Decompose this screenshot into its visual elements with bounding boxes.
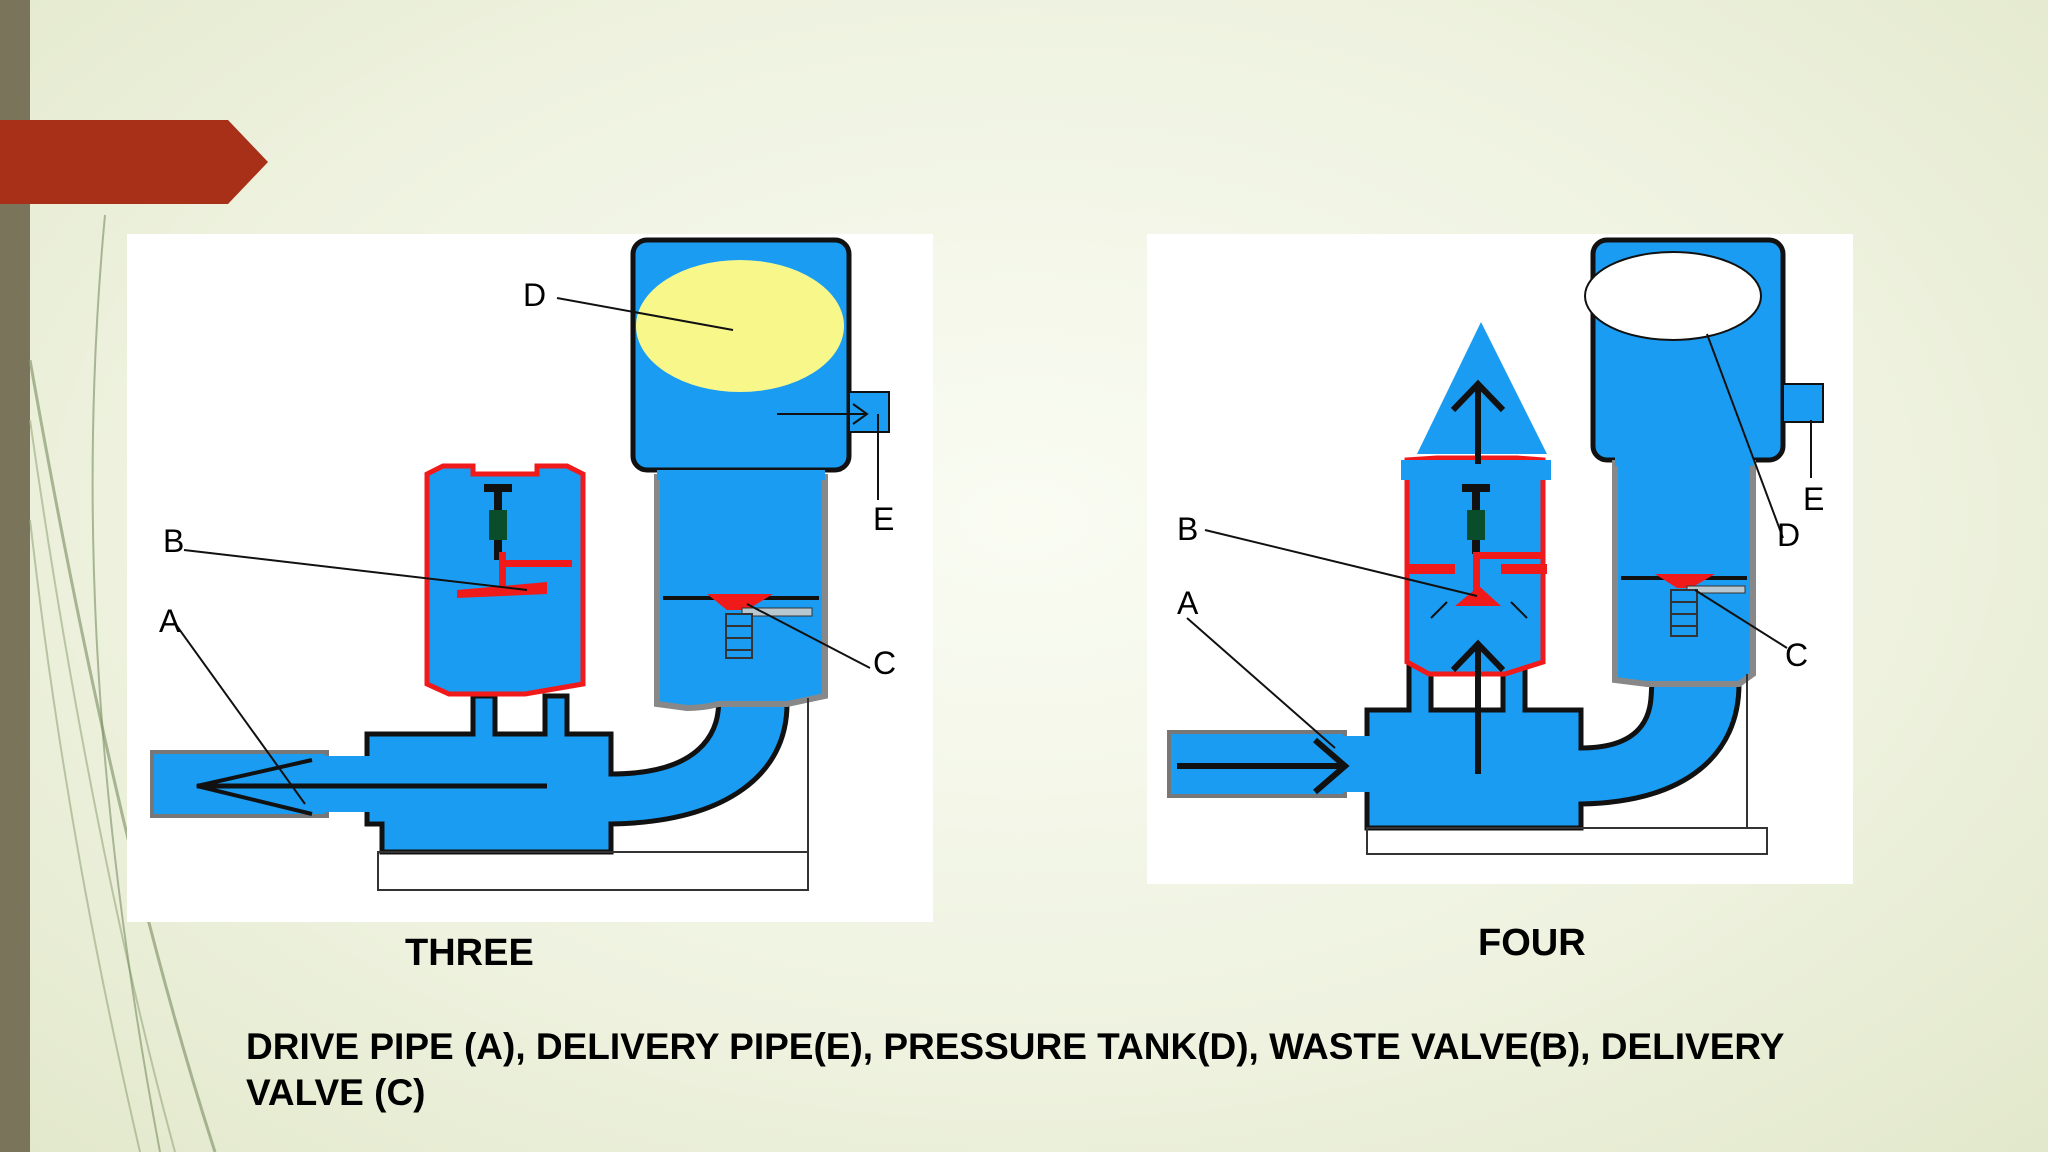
pump-cylinder [654, 474, 828, 712]
waste-valve-disc [1455, 586, 1501, 606]
label-e: E [873, 501, 894, 537]
label-a: A [159, 603, 181, 639]
caption-three: THREE [405, 932, 534, 974]
label-b: B [163, 523, 184, 559]
label-d: D [523, 277, 546, 313]
air-space [1584, 251, 1762, 341]
legend-text: DRIVE PIPE (A), DELIVERY PIPE(E), PRESSU… [246, 1026, 1784, 1113]
pump-cylinder [1612, 460, 1756, 687]
label-e: E [1803, 481, 1824, 517]
delivery-pipe [1782, 383, 1824, 423]
delivery-pipe [848, 391, 890, 433]
label-b: B [1177, 511, 1198, 547]
valve-body-tee [1364, 661, 1742, 831]
valve-body-tee [364, 693, 790, 855]
decorative-curves [28, 214, 217, 1152]
label-a: A [1177, 585, 1199, 621]
caption-four: FOUR [1478, 922, 1586, 964]
section-tab-arrow [0, 120, 268, 204]
delivery-valve-disc [1655, 574, 1715, 588]
label-c: C [873, 645, 896, 681]
compressed-air [636, 260, 844, 392]
waste-valve-disc [457, 582, 547, 598]
delivery-valve-spring [725, 613, 753, 659]
diagram-three: D B A E C [127, 234, 933, 922]
label-c: C [1785, 637, 1808, 673]
delivery-valve-disc [707, 594, 773, 610]
diagram-four: B A E D C [1147, 234, 1853, 884]
label-d: D [1777, 517, 1800, 553]
diagram-three-drawing: D B A E C [150, 237, 896, 891]
diagram-four-drawing: B A E D C [1167, 237, 1824, 855]
